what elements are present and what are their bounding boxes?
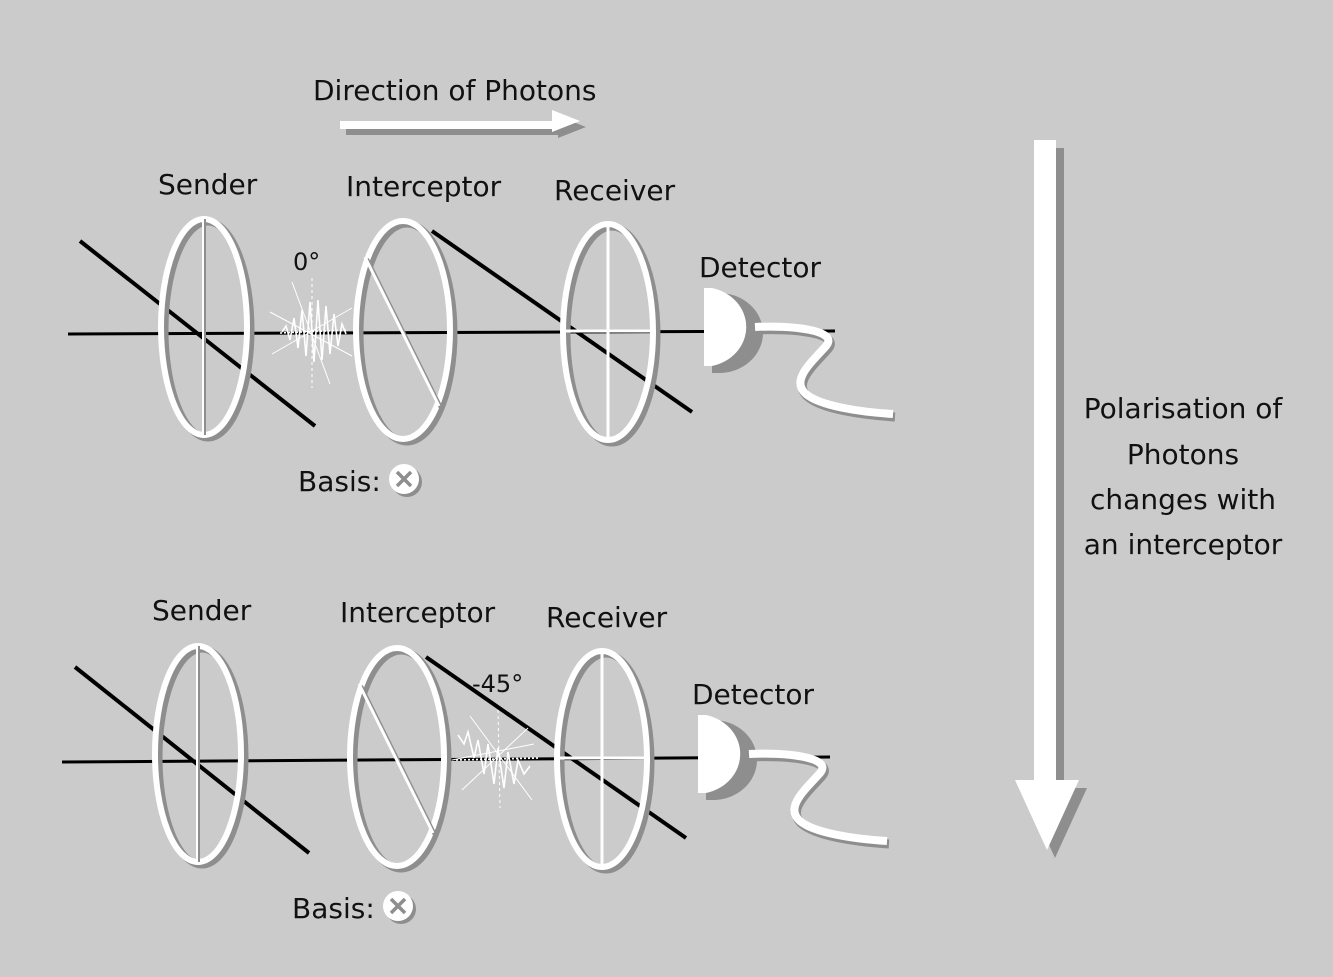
receiver-label: Receiver — [554, 174, 676, 207]
polarisation-arrow — [1015, 140, 1087, 858]
polarisation-line — [73, 665, 311, 855]
photon-wave — [451, 709, 541, 809]
sender-polariser — [158, 216, 255, 442]
receiver-polariser — [560, 221, 661, 447]
detector-icon — [704, 288, 896, 422]
detector-label: Detector — [699, 251, 821, 284]
top-setup: Sender 0° Interceptor Receiver — [67, 168, 896, 498]
direction-arrow — [340, 110, 586, 138]
interceptor-label: Interceptor — [346, 170, 502, 203]
detector-label: Detector — [692, 678, 814, 711]
interceptor-polariser — [353, 218, 458, 446]
side-note-line: Polarisation of — [1084, 392, 1284, 425]
angle-label: -45° — [472, 670, 523, 698]
side-note-line: Photons — [1127, 438, 1239, 471]
detector-icon — [698, 715, 890, 849]
interceptor-label: Interceptor — [340, 596, 496, 629]
direction-label: Direction of Photons — [313, 74, 597, 107]
sender-polariser — [152, 643, 249, 869]
side-note-line: changes with — [1090, 483, 1276, 516]
photon-wave — [269, 278, 353, 388]
sender-label: Sender — [152, 594, 252, 627]
basis-label: Basis: — [292, 892, 375, 925]
receiver-polariser — [554, 648, 655, 874]
receiver-label: Receiver — [546, 601, 668, 634]
sender-label: Sender — [158, 168, 258, 201]
polarisation-line — [78, 239, 317, 428]
bottom-setup: Sender Interceptor -45° Receiver — [61, 594, 890, 925]
diagonal-basis-icon — [383, 891, 416, 924]
interceptor-polariser — [347, 645, 452, 873]
side-note-line: an interceptor — [1084, 528, 1283, 561]
diagonal-basis-icon — [389, 464, 422, 497]
basis-label: Basis: — [298, 465, 381, 498]
angle-label: 0° — [293, 248, 320, 276]
side-note: Polarisation of Photons changes with an … — [1084, 392, 1284, 561]
